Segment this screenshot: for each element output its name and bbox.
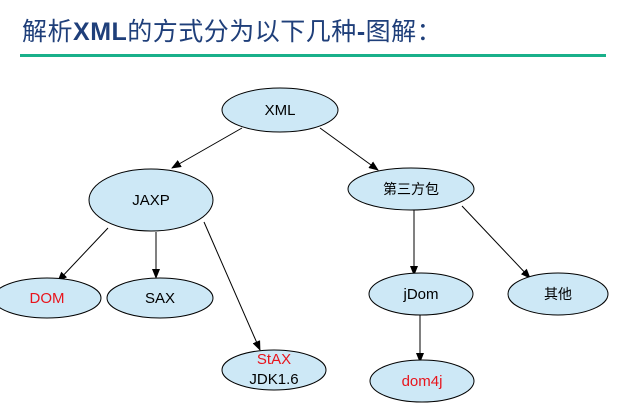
title-xml: XML bbox=[73, 18, 128, 46]
node-jdom: jDom bbox=[368, 272, 474, 316]
node-stax: StAX JDK1.6 bbox=[221, 349, 327, 391]
slide-title: 解析XML的方式分为以下几种-图解： bbox=[22, 12, 442, 48]
node-jdom-label: jDom bbox=[402, 286, 438, 303]
node-other: 其他 bbox=[507, 272, 609, 316]
edge-jaxp-dom bbox=[57, 227, 109, 282]
node-jaxp-label: JAXP bbox=[132, 192, 170, 209]
title-prefix: 解析 bbox=[22, 17, 74, 46]
edge-xml-jaxp bbox=[171, 127, 243, 169]
node-dom: DOM bbox=[0, 277, 102, 319]
edge-xml-thirdparty bbox=[319, 127, 379, 171]
node-xml: XML bbox=[221, 87, 339, 133]
title-underline bbox=[20, 54, 606, 57]
node-other-label: 其他 bbox=[544, 287, 572, 303]
node-dom-label: DOM bbox=[30, 290, 65, 307]
node-dom4j: dom4j bbox=[369, 359, 475, 403]
node-third-party-label: 第三方包 bbox=[383, 181, 439, 198]
node-xml-label: XML bbox=[265, 102, 296, 119]
node-stax-note: JDK1.6 bbox=[249, 371, 298, 388]
node-jaxp: JAXP bbox=[88, 168, 214, 232]
title-suffix: 的方式分为以下几种 bbox=[127, 17, 357, 46]
node-stax-label: StAX bbox=[257, 351, 291, 368]
edge-thirdparty-other bbox=[461, 205, 531, 279]
edge-jaxp-stax bbox=[203, 221, 261, 351]
title-dash: - bbox=[356, 18, 366, 46]
title-suffix2: 图解： bbox=[365, 17, 443, 46]
node-third-party: 第三方包 bbox=[347, 167, 475, 211]
node-sax: SAX bbox=[106, 277, 214, 319]
node-sax-label: SAX bbox=[145, 290, 175, 307]
node-dom4j-label: dom4j bbox=[402, 373, 443, 390]
